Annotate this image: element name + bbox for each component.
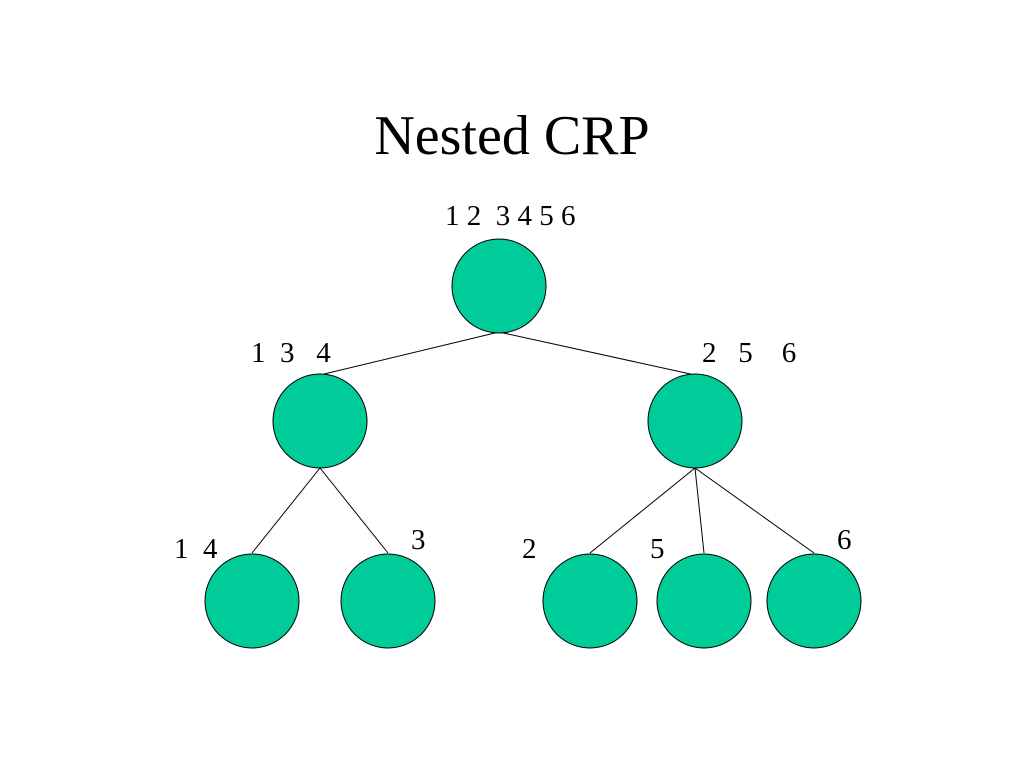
right-child-label: 2 5 6 xyxy=(702,337,796,369)
leaf-node-1-4 xyxy=(204,553,300,649)
leaf-label-5: 5 xyxy=(650,533,665,565)
root-node xyxy=(451,238,547,334)
leaf-node-5 xyxy=(656,553,752,649)
leaf-label-6: 6 xyxy=(837,524,852,556)
leaf-label-2: 2 xyxy=(522,533,537,565)
edge-root-right xyxy=(498,331,696,376)
edge-right-leaf3 xyxy=(694,467,815,554)
leaf-label-1-4: 1 4 xyxy=(174,533,218,565)
slide-title: Nested CRP xyxy=(374,105,650,167)
root-label: 1 2 3 4 5 6 xyxy=(445,200,576,232)
right-child-node xyxy=(647,373,743,469)
leaf-node-3 xyxy=(340,553,436,649)
edge-right-leaf1 xyxy=(589,467,696,554)
edge-right-leaf2 xyxy=(694,467,705,554)
edge-left-leaf2 xyxy=(319,467,389,554)
left-child-node xyxy=(272,373,368,469)
leaf-label-3: 3 xyxy=(411,524,426,556)
edge-root-left xyxy=(319,331,500,376)
leaf-node-6 xyxy=(766,553,862,649)
left-child-label: 1 3 4 xyxy=(251,337,331,369)
leaf-node-2 xyxy=(542,553,638,649)
edge-left-leaf1 xyxy=(251,467,321,554)
